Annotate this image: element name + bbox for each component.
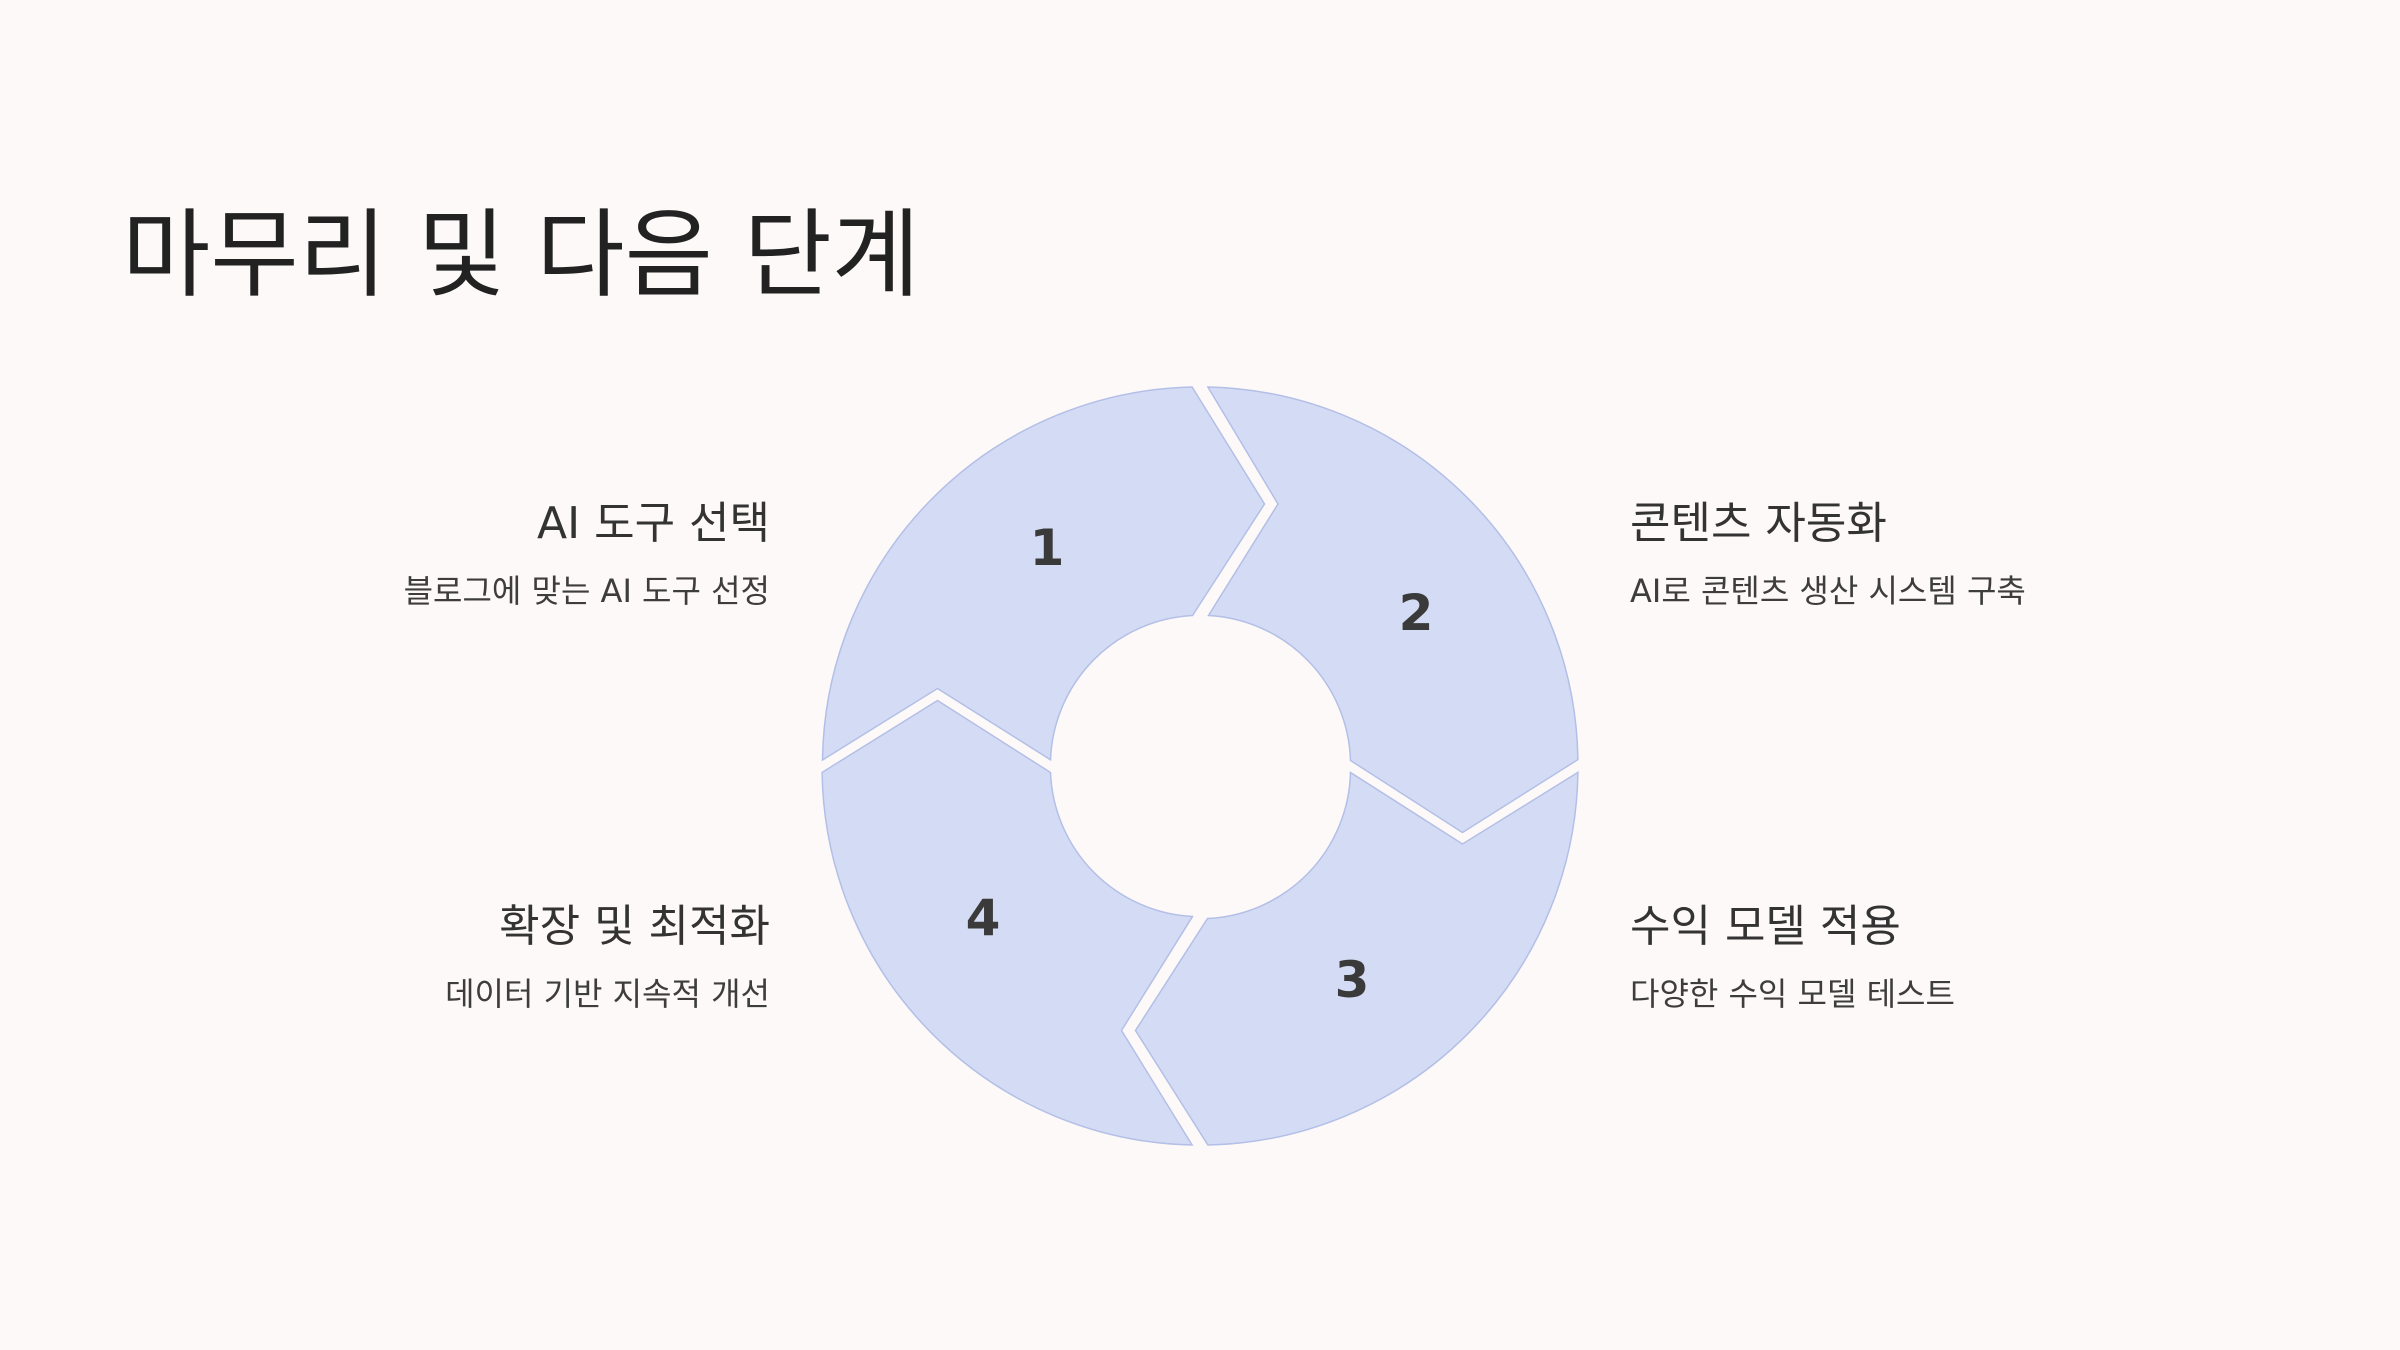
step-description: 다양한 수익 모델 테스트: [1630, 975, 1955, 1013]
step-description: 블로그에 맞는 AI 도구 선정: [403, 572, 770, 610]
step-revenue-model: 수익 모델 적용 다양한 수익 모델 테스트: [1630, 899, 2190, 1015]
cycle-segment-3: [1134, 771, 1579, 1146]
step-ai-tool-selection: AI 도구 선택 블로그에 맞는 AI 도구 선정: [210, 496, 770, 612]
step-title: 확장 및 최적화: [499, 901, 770, 952]
step-description: AI로 콘텐츠 생산 시스템 구축: [1630, 572, 2026, 610]
step-scale-optimize: 확장 및 최적화 데이터 기반 지속적 개선: [210, 899, 770, 1015]
step-description: 데이터 기반 지속적 개선: [445, 975, 770, 1013]
step-content-automation: 콘텐츠 자동화 AI로 콘텐츠 생산 시스템 구축: [1630, 496, 2190, 612]
step-title: AI 도구 선택: [537, 498, 770, 549]
cycle-number-2: 2: [1399, 584, 1434, 642]
cycle-number-4: 4: [966, 889, 1001, 947]
cycle-segment-4: [821, 699, 1194, 1146]
page-title: 마무리 및 다음 단계: [122, 199, 921, 311]
cycle-segment-1: [821, 386, 1266, 762]
cycle-number-1: 1: [1030, 519, 1065, 577]
cycle-segment-2: [1206, 386, 1579, 834]
step-title: 수익 모델 적용: [1630, 901, 1901, 952]
step-title: 콘텐츠 자동화: [1630, 498, 1887, 549]
cycle-number-3: 3: [1335, 951, 1370, 1009]
